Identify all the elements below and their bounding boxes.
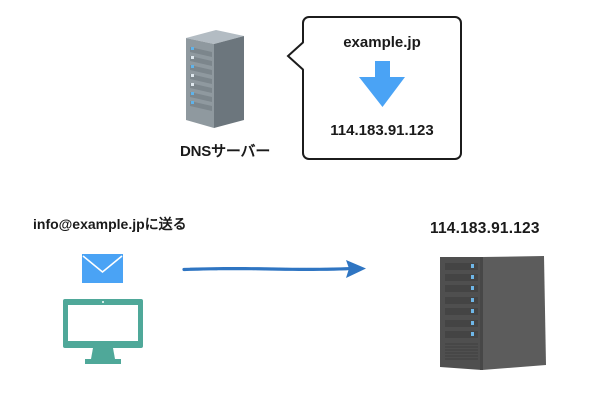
- server-bays: [190, 47, 212, 111]
- status-leds: [471, 264, 474, 336]
- target-server-icon: [440, 256, 546, 370]
- right-arrow-icon: [182, 260, 366, 278]
- send-to-label: info@example.jpに送る: [33, 216, 187, 232]
- bubble-resolved-ip: 114.183.91.123: [330, 122, 434, 139]
- down-arrow-icon: [359, 61, 405, 107]
- target-server-ip: 114.183.91.123: [430, 220, 540, 237]
- bubble-domain-text: example.jp: [343, 34, 421, 51]
- desktop-monitor-icon: [63, 299, 143, 364]
- dns-server-icon: [186, 30, 244, 128]
- dns-server-label: DNSサーバー: [180, 143, 271, 160]
- envelope-icon: [82, 254, 123, 283]
- vent-lines: [445, 343, 478, 360]
- server-bays: [445, 263, 478, 338]
- bubble-tail: [286, 41, 305, 71]
